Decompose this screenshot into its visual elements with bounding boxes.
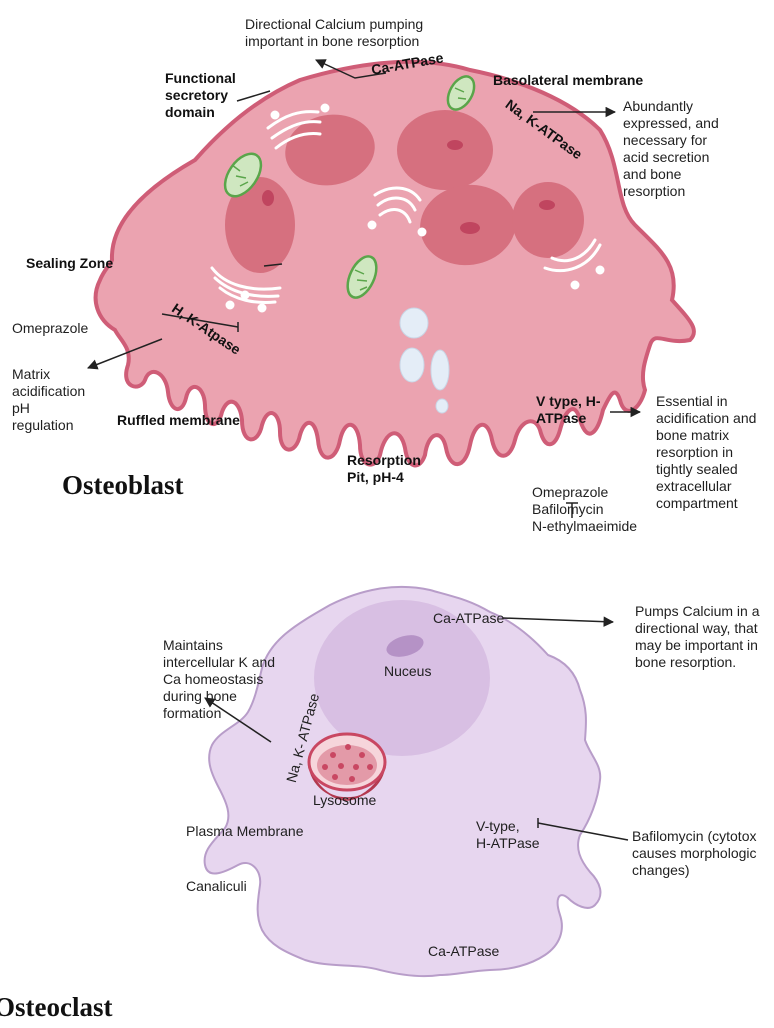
label-plasma-membrane: Plasma Membrane [186, 823, 304, 840]
title-osteoblast: Osteoblast [62, 470, 184, 501]
label-functional-secretory-domain: Functional secretory domain [165, 70, 236, 121]
label-maintains: Maintains intercellular K and Ca homeost… [163, 637, 275, 722]
label-v-type-h-atpase-top: V type, H- ATPase [536, 393, 601, 427]
label-essential: Essential in acidification and bone matr… [656, 393, 756, 512]
label-ruffled-membrane: Ruffled membrane [117, 412, 240, 429]
label-canaliculi: Canaliculi [186, 878, 247, 895]
label-lysosome: Lysosome [313, 792, 376, 809]
label-basolateral-membrane: Basolateral membrane [493, 72, 643, 89]
top-cell-membrane [96, 62, 694, 466]
label-abundantly-expressed: Abundantly expressed, and necessary for … [623, 98, 719, 200]
label-ca-atpase-bottom-top: Ca-ATPase [433, 610, 504, 627]
label-bafilomycin: Bafilomycin (cytotox causes morphologic … [632, 828, 757, 879]
label-nucleus: Nuceus [384, 663, 431, 680]
label-matrix-acidification: Matrix acidification pH regulation [12, 366, 85, 434]
title-osteoclast: Osteoclast [0, 992, 112, 1023]
label-v-type-h-atpase-bottom: V-type, H-ATPase [476, 818, 540, 852]
top-nucleus-2 [397, 110, 493, 190]
label-pumps-calcium: Pumps Calcium in a directional way, that… [635, 603, 760, 671]
label-omeprazole-top: Omeprazole [12, 320, 88, 337]
label-ca-atpase-bottom: Ca-ATPase [428, 943, 499, 960]
label-resorption-pit: Resorption Pit, pH-4 [347, 452, 421, 486]
top-cell [88, 60, 694, 518]
label-sealing-zone: Sealing Zone [26, 255, 113, 272]
top-nucleus-5 [512, 182, 584, 258]
label-inhibitors: Omeprazole Bafilomycin N-ethylmaeimide [532, 484, 637, 535]
label-directional-calcium: Directional Calcium pumping important in… [245, 16, 423, 50]
